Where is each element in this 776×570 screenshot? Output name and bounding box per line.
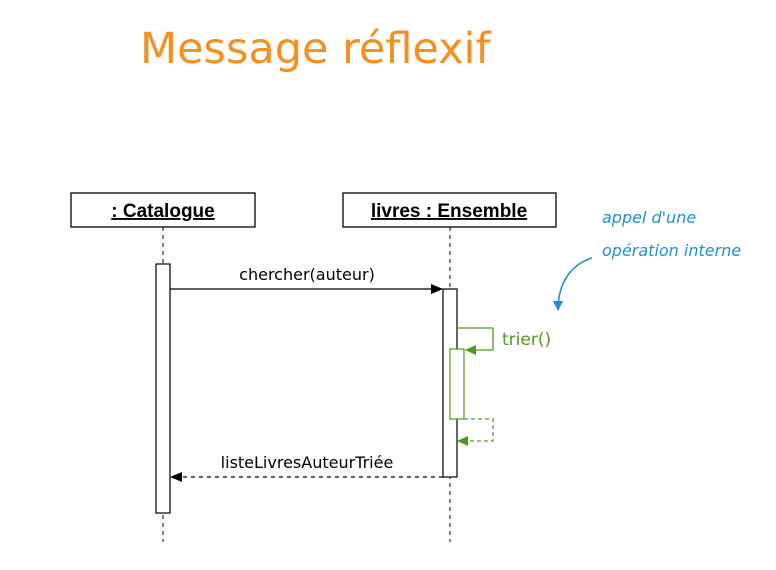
self-call-label: trier() [502, 330, 551, 350]
note-pointer-arrow [553, 257, 593, 311]
message-call-label: chercher(auteur) [239, 265, 375, 284]
activation-bar-self [449, 348, 465, 420]
activation-bar-catalogue [155, 263, 171, 514]
message-self: trier() [449, 327, 551, 446]
message-call: chercher(auteur) [170, 265, 443, 294]
slide-title: Message réflexif [140, 24, 491, 74]
self-call-arrow [457, 327, 494, 355]
self-return-arrow [457, 418, 494, 446]
message-return: listeLivresAuteurTriée [170, 453, 443, 482]
object-box-ensemble [342, 192, 557, 228]
lifeline-catalogue: : Catalogue [70, 192, 256, 542]
object-label-catalogue: : Catalogue [111, 201, 214, 222]
note-line-2: opération interne [602, 241, 742, 260]
object-box-catalogue [70, 192, 256, 228]
note-line-1: appel d'une [602, 208, 697, 227]
message-return-label: listeLivresAuteurTriée [221, 453, 394, 472]
object-label-ensemble: livres : Ensemble [371, 201, 527, 222]
